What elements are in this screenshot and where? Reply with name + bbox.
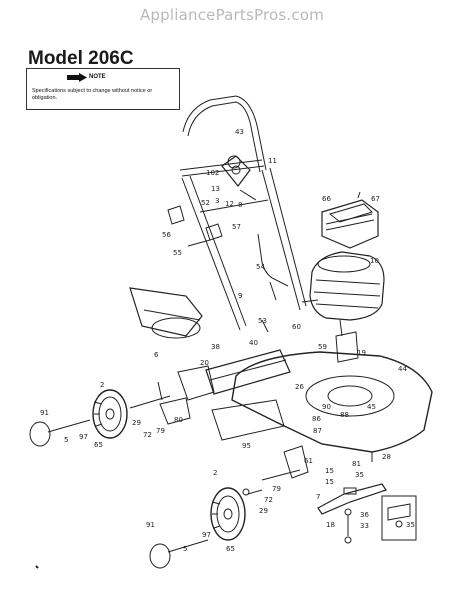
model-title: Model 206C	[28, 48, 134, 69]
callout-13: 13	[211, 185, 220, 193]
callout-29-rear: 29	[132, 419, 141, 427]
callout-20: 20	[200, 359, 209, 367]
callout-55: 55	[173, 249, 182, 257]
axle-parts	[129, 381, 263, 496]
note-arrow-icon	[67, 73, 87, 82]
callout-2-front: 2	[213, 469, 218, 477]
callout-65-front: 65	[226, 545, 235, 553]
callout-72-rear: 72	[143, 431, 152, 439]
callout-91-rear: 91	[40, 409, 49, 417]
callout-5-front: 5	[183, 545, 188, 553]
callout-72-front: 72	[264, 496, 273, 504]
callout-91-front: 91	[146, 521, 155, 529]
callout-88: 88	[340, 411, 349, 419]
callout-52: 52	[201, 199, 210, 207]
callout-86: 86	[312, 415, 321, 423]
note-label: NOTE	[89, 74, 106, 80]
callout-53: 53	[258, 317, 267, 325]
callout-18: 18	[326, 521, 335, 529]
callout-81: 81	[352, 460, 361, 468]
bolts	[261, 191, 361, 333]
callout-80: 80	[174, 416, 183, 424]
callout-56: 56	[162, 231, 171, 239]
footnote-mark	[35, 565, 39, 569]
callout-59: 59	[318, 343, 327, 351]
callout-2-rear: 2	[100, 381, 105, 389]
callout-67: 67	[371, 195, 380, 203]
callout-35-blade: 35	[355, 471, 364, 479]
callout-60: 60	[292, 323, 301, 331]
note-text: Specifications subject to change without…	[32, 88, 153, 101]
callout-45: 45	[367, 403, 376, 411]
site-header: AppliancePartsPros.com	[139, 6, 325, 24]
callout-15-upper: 15	[325, 467, 334, 475]
callout-12: 12	[225, 200, 234, 208]
callout-79-front: 79	[272, 485, 281, 493]
front-hubcap	[149, 539, 209, 569]
callout-79-rear: 79	[156, 427, 165, 435]
callout-57: 57	[232, 223, 241, 231]
callout-90: 90	[322, 403, 331, 411]
callout-65-rear: 65	[94, 441, 103, 449]
control-lever	[221, 155, 257, 201]
callout-33: 33	[360, 522, 369, 530]
callout-44: 44	[398, 365, 407, 373]
handle-lower	[181, 167, 307, 331]
front-height-bracket	[261, 445, 309, 481]
callout-3: 3	[215, 197, 220, 205]
blade	[317, 483, 387, 544]
blade-adapter-inset	[381, 495, 417, 541]
throttle-cable	[257, 233, 289, 287]
callout-11: 11	[268, 157, 277, 165]
rear-height-bracket	[159, 365, 215, 425]
mower-deck	[231, 351, 433, 462]
engine	[309, 251, 385, 337]
callout-10: 10	[370, 257, 379, 265]
callout-97-front: 97	[202, 531, 211, 539]
callout-97-rear: 97	[79, 433, 88, 441]
engine-bolt-bracket	[335, 331, 359, 363]
rear-wheel	[92, 389, 128, 439]
callout-87: 87	[313, 427, 322, 435]
callout-6: 6	[154, 351, 159, 359]
front-wheel	[210, 487, 246, 541]
note-box: NOTE Specifications subject to change wi…	[26, 68, 180, 110]
callout-66: 66	[322, 195, 331, 203]
callout-43: 43	[235, 128, 244, 136]
callout-9: 9	[238, 292, 243, 300]
callout-36: 36	[360, 511, 369, 519]
callout-19: 19	[357, 349, 366, 357]
callout-29-front: 29	[259, 507, 268, 515]
rear-hubcap	[29, 419, 91, 447]
callout-26: 26	[295, 383, 304, 391]
engine-shroud	[321, 199, 379, 249]
callout-7: 7	[316, 493, 321, 501]
knob-assembly	[167, 205, 223, 247]
callout-40: 40	[249, 339, 258, 347]
callout-35-inset: 35	[406, 521, 415, 529]
callout-15-lower: 15	[325, 478, 334, 486]
handle-upper	[179, 95, 267, 177]
rear-deflector	[205, 349, 291, 395]
grass-chute	[129, 287, 203, 339]
callout-38: 38	[211, 343, 220, 351]
rear-baffle	[211, 399, 285, 441]
callout-5-rear: 5	[64, 436, 69, 444]
callout-61: 61	[304, 457, 313, 465]
callout-54: 54	[256, 263, 265, 271]
callout-8: 8	[238, 201, 243, 209]
callout-102: 102	[206, 169, 220, 177]
callout-28: 28	[382, 453, 391, 461]
callout-95: 95	[242, 442, 251, 450]
